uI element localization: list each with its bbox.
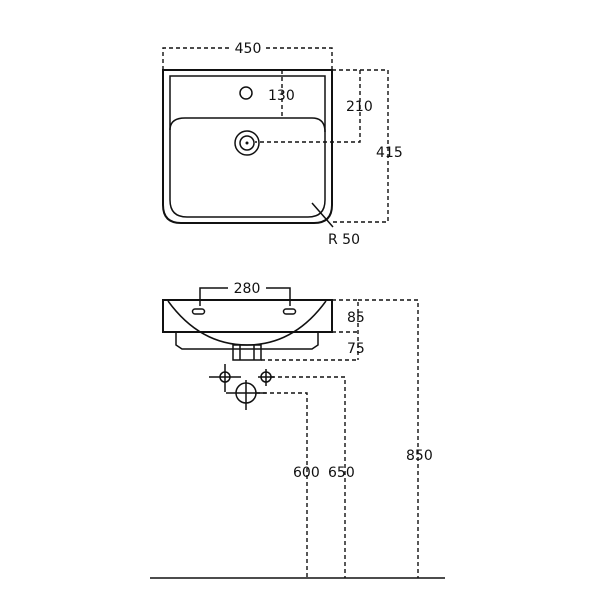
dim-tap-offset-label: 130 [268, 88, 295, 104]
waste-pipe-cross [226, 380, 266, 410]
dim-rim-height-line [358, 299, 419, 578]
basin-rim [169, 75, 326, 218]
dim-rim-height-label: 850 [406, 448, 433, 464]
dim-waste-offset-label: 210 [346, 99, 373, 115]
dim-tap-spacing-label: 280 [234, 281, 261, 297]
dim-supply-height-line [256, 392, 308, 578]
dim-supply-height-label: 600 [293, 465, 320, 481]
dim-width-line [162, 47, 333, 70]
waste-outlet-inner [239, 345, 255, 360]
radius-label: R 50 [328, 232, 360, 248]
basin-underside [175, 332, 319, 350]
waste-inner [239, 135, 255, 151]
dim-waste-pipe-height-line [271, 376, 346, 578]
dim-width-label: 450 [235, 41, 262, 57]
dim-waste-pipe-height-label: 650 [328, 465, 355, 481]
dim-waste-height-label: 75 [347, 341, 365, 357]
dim-waste-offset-line [255, 69, 361, 143]
side-view: 280 85 75 600 650 850 [150, 281, 445, 579]
tap-hole [239, 86, 253, 100]
radius-leader [311, 202, 334, 228]
tap-hole-right [282, 308, 297, 315]
dim-depth-label: 415 [376, 145, 403, 161]
waste-center [245, 141, 249, 145]
waste-outlet [232, 344, 262, 361]
basin-bowl [169, 117, 326, 133]
dim-bowl-height-line [261, 299, 359, 361]
waste-outer [234, 130, 260, 156]
top-view: 450 130 210 415 R 50 [162, 41, 403, 248]
dim-tap-spacing-line [199, 287, 291, 306]
supply-left-cross [209, 364, 241, 392]
dim-depth-line [330, 69, 389, 223]
tap-hole-left [191, 308, 206, 315]
bowl-curve [167, 300, 327, 346]
basin-side-top [162, 299, 333, 333]
basin-outline [162, 69, 333, 224]
dim-bowl-height-label: 85 [347, 310, 365, 326]
